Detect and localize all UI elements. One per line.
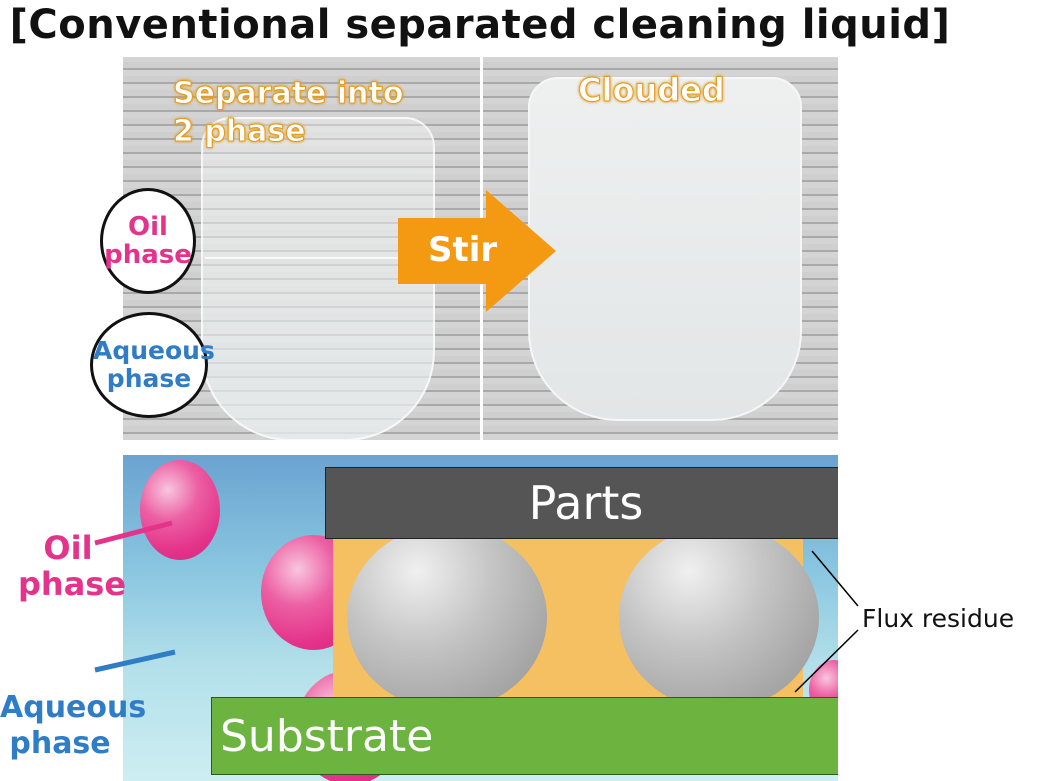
caption-line-2: 2 phase xyxy=(172,114,306,150)
aqueous-leader-line xyxy=(94,649,176,673)
caption-separate: Separate into 2 phase xyxy=(172,75,404,151)
beaker-cloudy xyxy=(528,77,802,421)
caption-clouded: Clouded xyxy=(578,71,726,110)
aqueous-bubble-line1: Aqueous xyxy=(93,336,215,365)
substrate-label: Substrate xyxy=(220,710,434,762)
beaker-clear xyxy=(201,117,435,440)
flux-leader-line-top xyxy=(811,550,859,607)
aqueous-phase-bubble: Aqueous phase xyxy=(90,312,215,418)
photo-clouded-beaker: Clouded xyxy=(483,57,838,440)
substrate-block: Substrate xyxy=(211,697,838,775)
aqueous-bubble-line2: phase xyxy=(106,364,192,393)
aqueous-phase-label: Aqueous phase xyxy=(0,690,147,762)
flux-residue-label: Flux residue xyxy=(862,604,1015,633)
oil-label-line1: Oil xyxy=(43,529,93,567)
oil-bubble-line2: phase xyxy=(104,240,192,270)
oil-phase-label: Oil phase xyxy=(18,529,127,603)
solder-ball xyxy=(347,525,547,710)
parts-label: Parts xyxy=(528,476,644,530)
caption-line-1: Separate into xyxy=(172,76,404,112)
phase-boundary xyxy=(205,257,427,259)
stir-label: Stir xyxy=(428,230,498,270)
oil-label-line2: phase xyxy=(18,565,127,603)
oil-phase-bubble: Oil phase xyxy=(100,188,196,294)
aqueous-label-line2: phase xyxy=(9,726,111,761)
solder-ball xyxy=(619,525,819,710)
oil-droplet xyxy=(140,460,220,560)
stir-arrow: Stir xyxy=(398,190,558,312)
arrow-right-icon xyxy=(398,190,556,312)
cleaning-diagram: Parts Substrate xyxy=(123,455,838,781)
oil-leader-line xyxy=(94,520,173,546)
page-title: [Conventional separated cleaning liquid] xyxy=(9,2,951,48)
flux-leader-line-bottom xyxy=(794,629,859,693)
oil-bubble-line1: Oil xyxy=(128,212,168,242)
parts-block: Parts xyxy=(325,467,838,539)
aqueous-label-line1: Aqueous xyxy=(0,690,147,725)
